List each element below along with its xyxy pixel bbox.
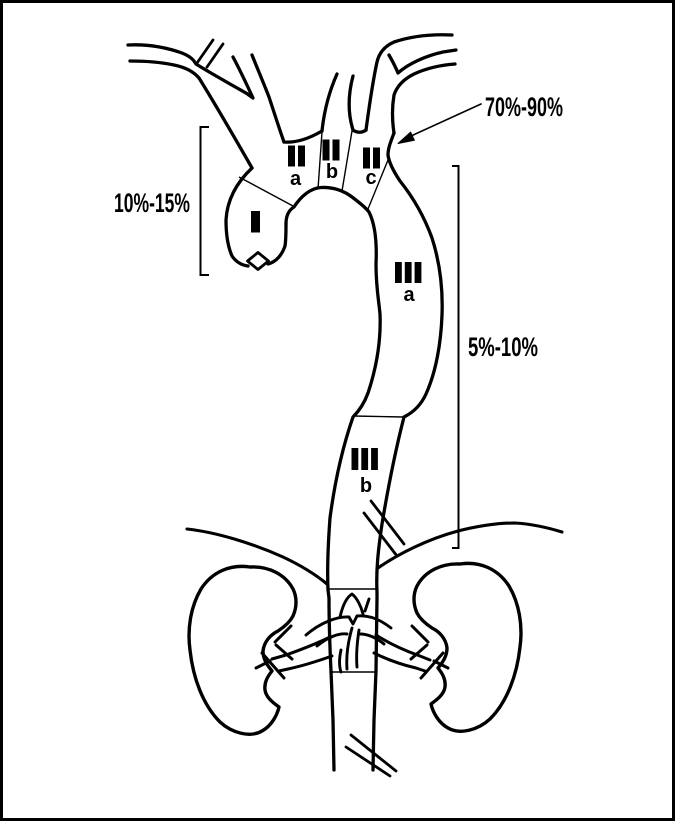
sma-lines [338,626,361,674]
bracket-ascending-arch [199,126,209,276]
zone-letter: c [365,167,376,189]
arch-web-1 [282,129,324,144]
zone-letter: b [360,475,372,497]
left-subclavian-right-wall [390,62,457,135]
zone-numeral-bar [414,262,422,283]
zone-numeral-bar [371,448,378,470]
isthmus-arrowhead [397,131,415,144]
zone-numeral-bar [298,145,305,167]
aorta-outline [126,33,458,772]
zone-label-IIIb: b [351,448,378,497]
right-carotid-right-wall [250,53,286,144]
zone-numeral-bar [361,448,369,470]
kidneys [187,561,523,736]
divider-I-IIa [238,176,294,207]
divider-IIb-IIc [341,130,353,192]
mesenteric-wings [304,614,393,648]
zone-numeral-bar [363,147,370,169]
isthmus-arrow-line [410,103,482,137]
zone-letter: b [326,161,338,183]
left-subclavian-left-wall [364,33,454,132]
zone-letter: a [403,284,415,306]
segment-divider-lines [238,130,404,673]
break-mark-carotid [195,38,225,69]
zone-numeral-bar [251,211,260,233]
diaphragm-left [185,527,329,586]
left-carotid-left-wall [320,72,339,133]
divider-IIa-IIb [317,131,323,190]
vessel-break-marks [195,38,406,778]
celiac-trunk [338,592,371,619]
zone-label-IIIa: a [395,262,422,306]
right-kidney [412,561,523,733]
ascending-aorta-outer-wall [224,166,254,268]
zone-letter: a [290,168,302,190]
brachiocephalic-outer-wall [128,59,254,170]
zone-numeral-bar [288,145,295,167]
aortic-valve-diamond [246,251,270,271]
annotation-brackets [199,126,460,549]
left-kidney [187,564,298,736]
zone-label-IIb: b [322,139,340,183]
divider-IIc-IIIa [367,159,389,210]
right-hilum-branches [409,624,450,680]
bracket-descending-aorta [452,165,460,549]
diaphragm-lines [185,521,564,586]
right-subclavian-upper-wall [126,43,255,100]
percentage-isthmus: 70%-90% [485,92,563,122]
zone-labels: a b c a b [251,139,422,497]
zone-label-IIa: a [288,145,305,190]
percentage-arch-proximal: 10%-15% [114,188,190,218]
zone-numeral-bar [332,139,340,161]
zone-label-IIc: c [363,147,380,189]
zone-numeral-bar [351,448,359,470]
divider-IIIa-IIIb [352,415,404,418]
diaphragm-right [376,521,564,570]
break-mark-thoracic-aorta [362,499,406,558]
isthmus-arrow [397,103,482,144]
left-carotid-right-wall [347,74,355,132]
zone-numeral-bar [373,147,380,169]
aorta-inner-wall [284,185,382,772]
zone-label-I [251,211,260,233]
celiac-sma-branches [304,592,393,674]
left-subclavian-branch-notch [387,48,458,75]
zone-numeral-bar [395,262,402,283]
aortic-root-right-wall [266,222,288,266]
break-mark-distal-aorta [344,733,398,778]
left-hilum-branches [254,624,294,680]
right-renal-artery [372,633,432,673]
zone-numeral-bar [404,262,412,283]
zone-numeral-bar [322,139,330,161]
percentage-descending: 5%-10% [468,332,538,362]
renal-arteries [254,624,450,680]
descending-aorta-right-wall [371,131,444,772]
